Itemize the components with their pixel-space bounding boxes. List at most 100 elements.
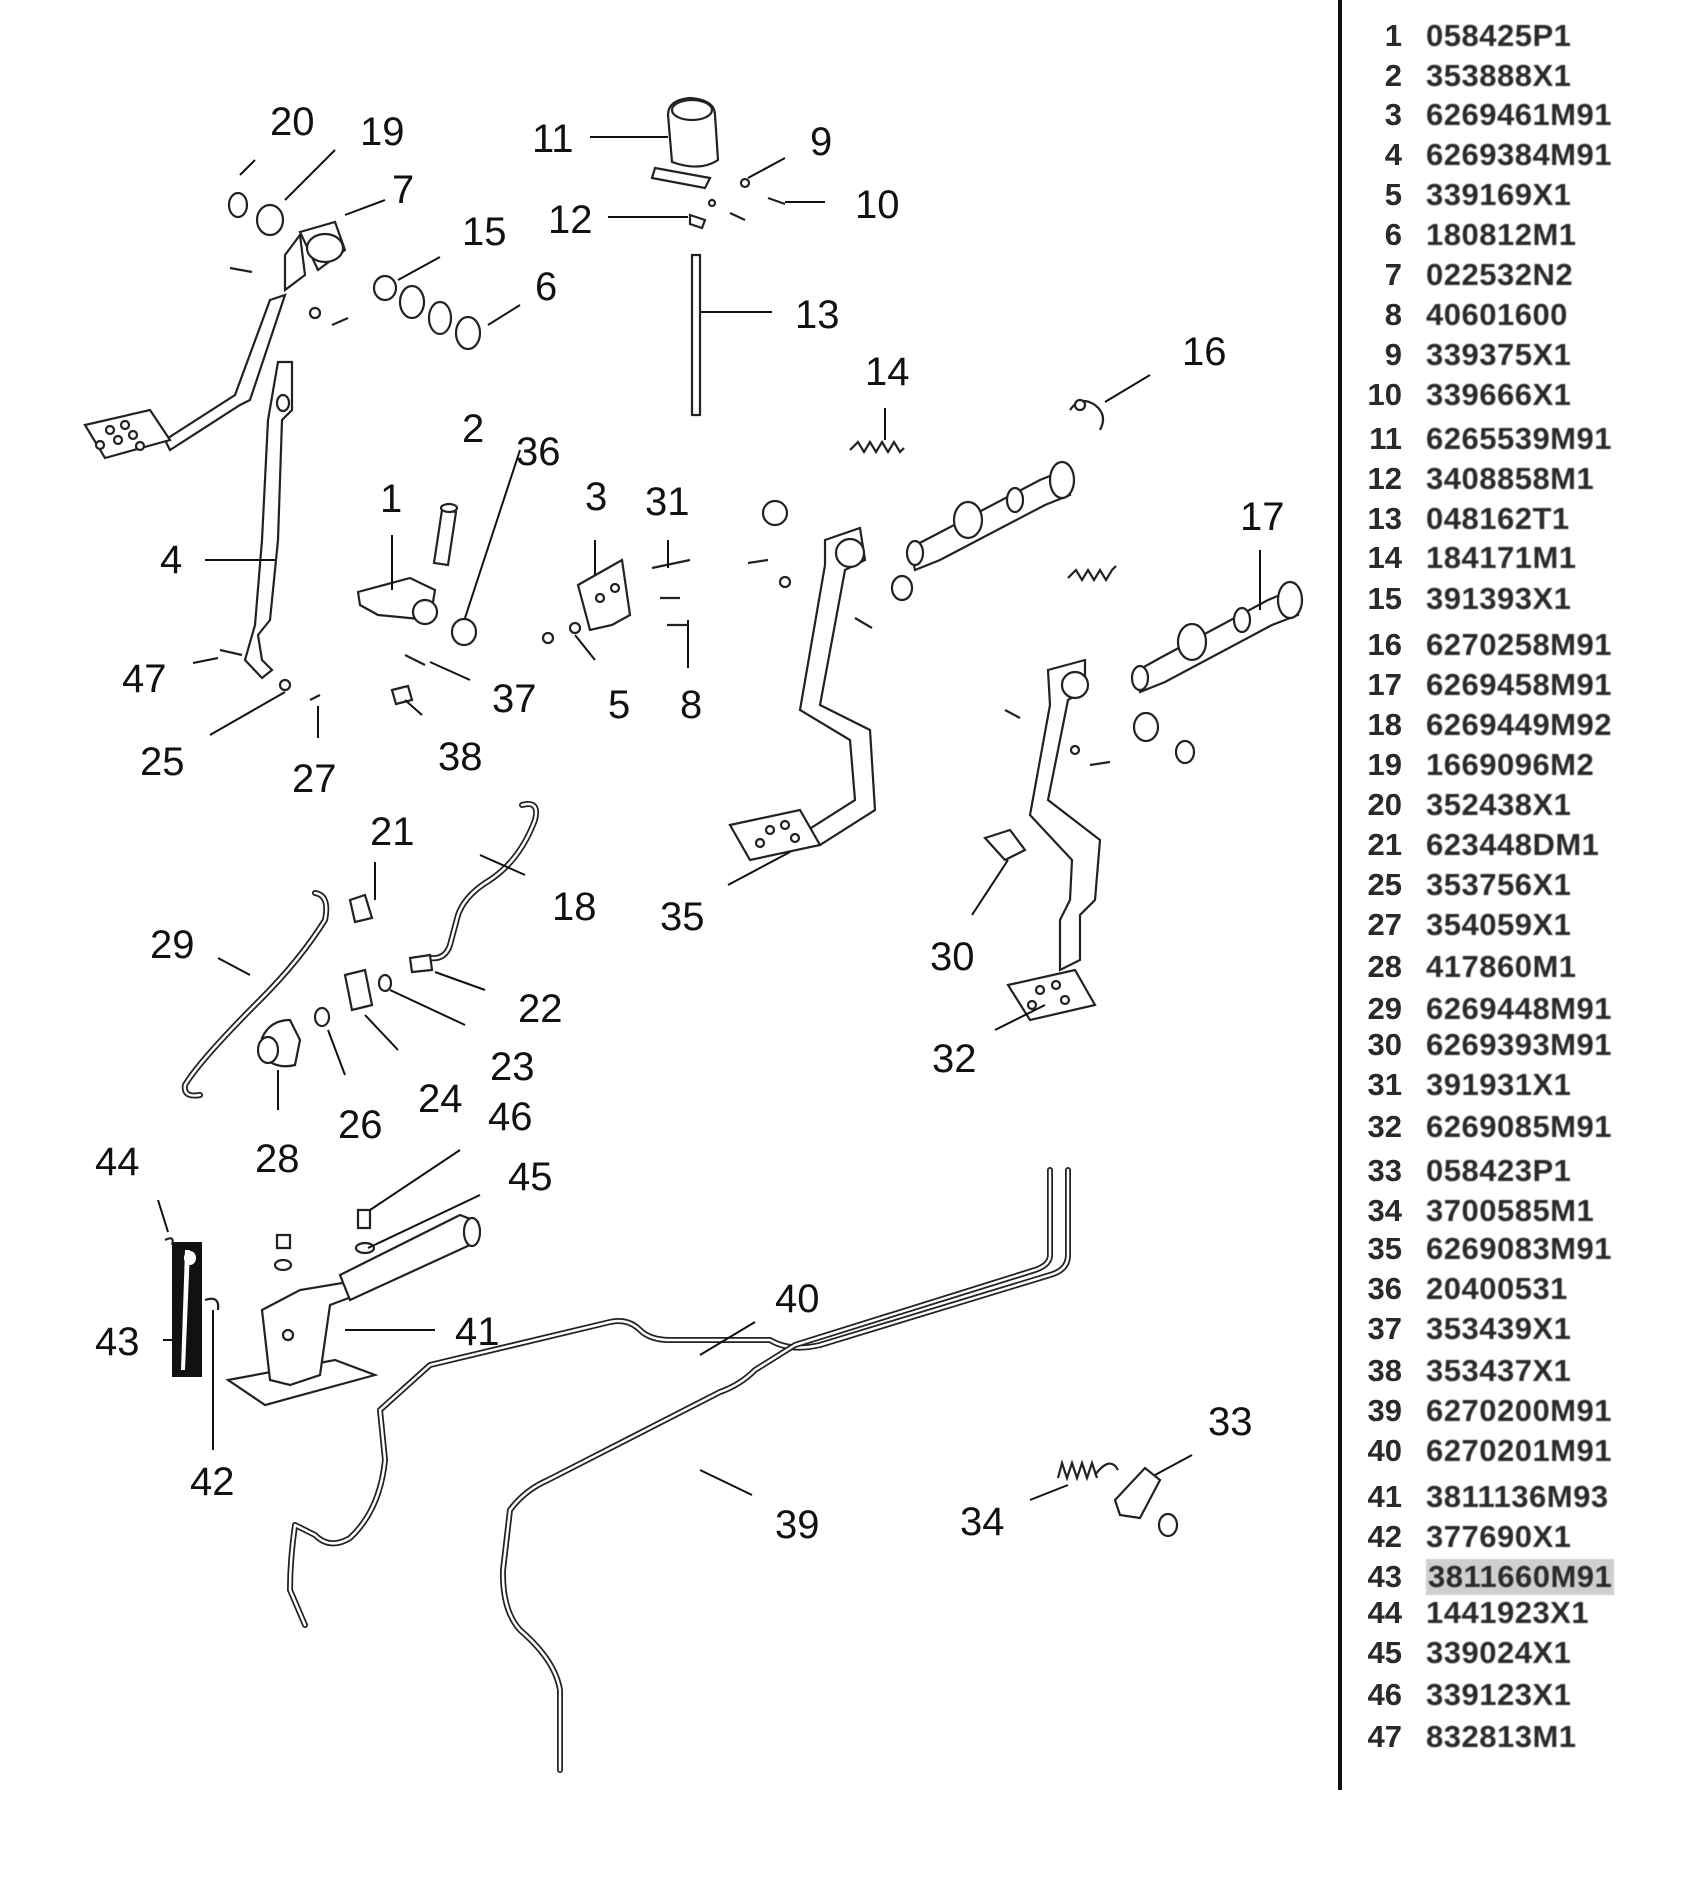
part-code: 180812M1 [1426, 217, 1577, 252]
parts-list-row[interactable]: 36 20400531 [1352, 1271, 1568, 1307]
part-code: 3811136M93 [1426, 1479, 1609, 1514]
callout-12: 12 [548, 198, 593, 242]
part-number: 37 [1367, 1311, 1402, 1346]
diagram-drawing: 20 19 7 15 6 11 9 10 12 13 14 16 17 2 36… [83, 96, 1304, 1773]
parts-list-row[interactable]: 5 339169X1 [1352, 177, 1571, 213]
part-number: 7 [1384, 257, 1402, 292]
part-code: 058423P1 [1426, 1153, 1572, 1188]
callout-23: 23 [490, 1045, 535, 1089]
part-code: 353439X1 [1426, 1311, 1572, 1346]
callout-18: 18 [552, 885, 597, 929]
parts-list-row[interactable]: 37 353439X1 [1352, 1311, 1571, 1347]
parts-list-row[interactable]: 46 339123X1 [1352, 1677, 1571, 1713]
part-code: 352438X1 [1426, 787, 1572, 822]
callout-15: 15 [462, 210, 507, 254]
callout-7: 7 [392, 168, 414, 212]
callout-38: 38 [438, 735, 483, 779]
exploded-parts-diagram: 20 19 7 15 6 11 9 10 12 13 14 16 17 2 36… [83, 96, 1304, 1773]
part-number: 10 [1367, 377, 1402, 412]
part-code: 6270258M91 [1426, 627, 1612, 662]
part-number: 5 [1384, 177, 1402, 212]
spring-and-plate [1056, 1459, 1179, 1538]
parts-list-row[interactable]: 25 353756X1 [1352, 867, 1571, 903]
part-code: 3700585M1 [1426, 1193, 1595, 1228]
part-number: 31 [1367, 1067, 1402, 1102]
callout-41: 41 [455, 1310, 500, 1354]
part-number: 39 [1367, 1393, 1402, 1428]
parts-list-row[interactable]: 7 022532N2 [1352, 257, 1573, 293]
part-number: 25 [1367, 867, 1402, 902]
part-number: 45 [1367, 1635, 1402, 1670]
part-number: 16 [1367, 627, 1402, 662]
callout-21: 21 [370, 810, 415, 854]
part-number: 1 [1384, 18, 1402, 53]
part-code: 3408858M1 [1426, 461, 1595, 496]
part-code: 353756X1 [1426, 867, 1572, 902]
part-code: 184171M1 [1426, 540, 1577, 575]
parts-list-row[interactable]: 42 377690X1 [1352, 1519, 1571, 1555]
callout-34: 34 [960, 1500, 1005, 1544]
callout-42: 42 [190, 1460, 235, 1504]
part-code: 377690X1 [1426, 1519, 1572, 1554]
pedal-32 [983, 658, 1111, 1022]
part-code: 339024X1 [1426, 1635, 1572, 1670]
parts-list-divider [1338, 0, 1342, 1790]
part-number: 17 [1367, 667, 1402, 702]
part-number: 46 [1367, 1677, 1402, 1712]
part-code: 339123X1 [1426, 1677, 1572, 1712]
callout-13: 13 [795, 293, 840, 337]
part-code: 022532N2 [1426, 257, 1574, 292]
part-code: 623448DM1 [1426, 827, 1600, 862]
part-number: 42 [1367, 1519, 1402, 1554]
parts-list-row[interactable]: 16 6270258M91 [1352, 627, 1612, 663]
part-number: 36 [1367, 1271, 1402, 1306]
part-code: 354059X1 [1426, 907, 1572, 942]
part-number: 29 [1367, 991, 1402, 1026]
part-code: 353888X1 [1426, 58, 1572, 93]
part-number: 9 [1384, 337, 1402, 372]
callout-36: 36 [516, 430, 561, 474]
bracket-assembly-center [356, 502, 691, 706]
callout-35: 35 [660, 895, 705, 939]
part-code: 339169X1 [1426, 177, 1572, 212]
part-code: 20400531 [1426, 1271, 1568, 1306]
part-number: 4 [1384, 137, 1402, 172]
parts-list-row[interactable]: 45 339024X1 [1352, 1635, 1571, 1671]
callout-45: 45 [508, 1155, 553, 1199]
part-number: 15 [1367, 581, 1402, 616]
